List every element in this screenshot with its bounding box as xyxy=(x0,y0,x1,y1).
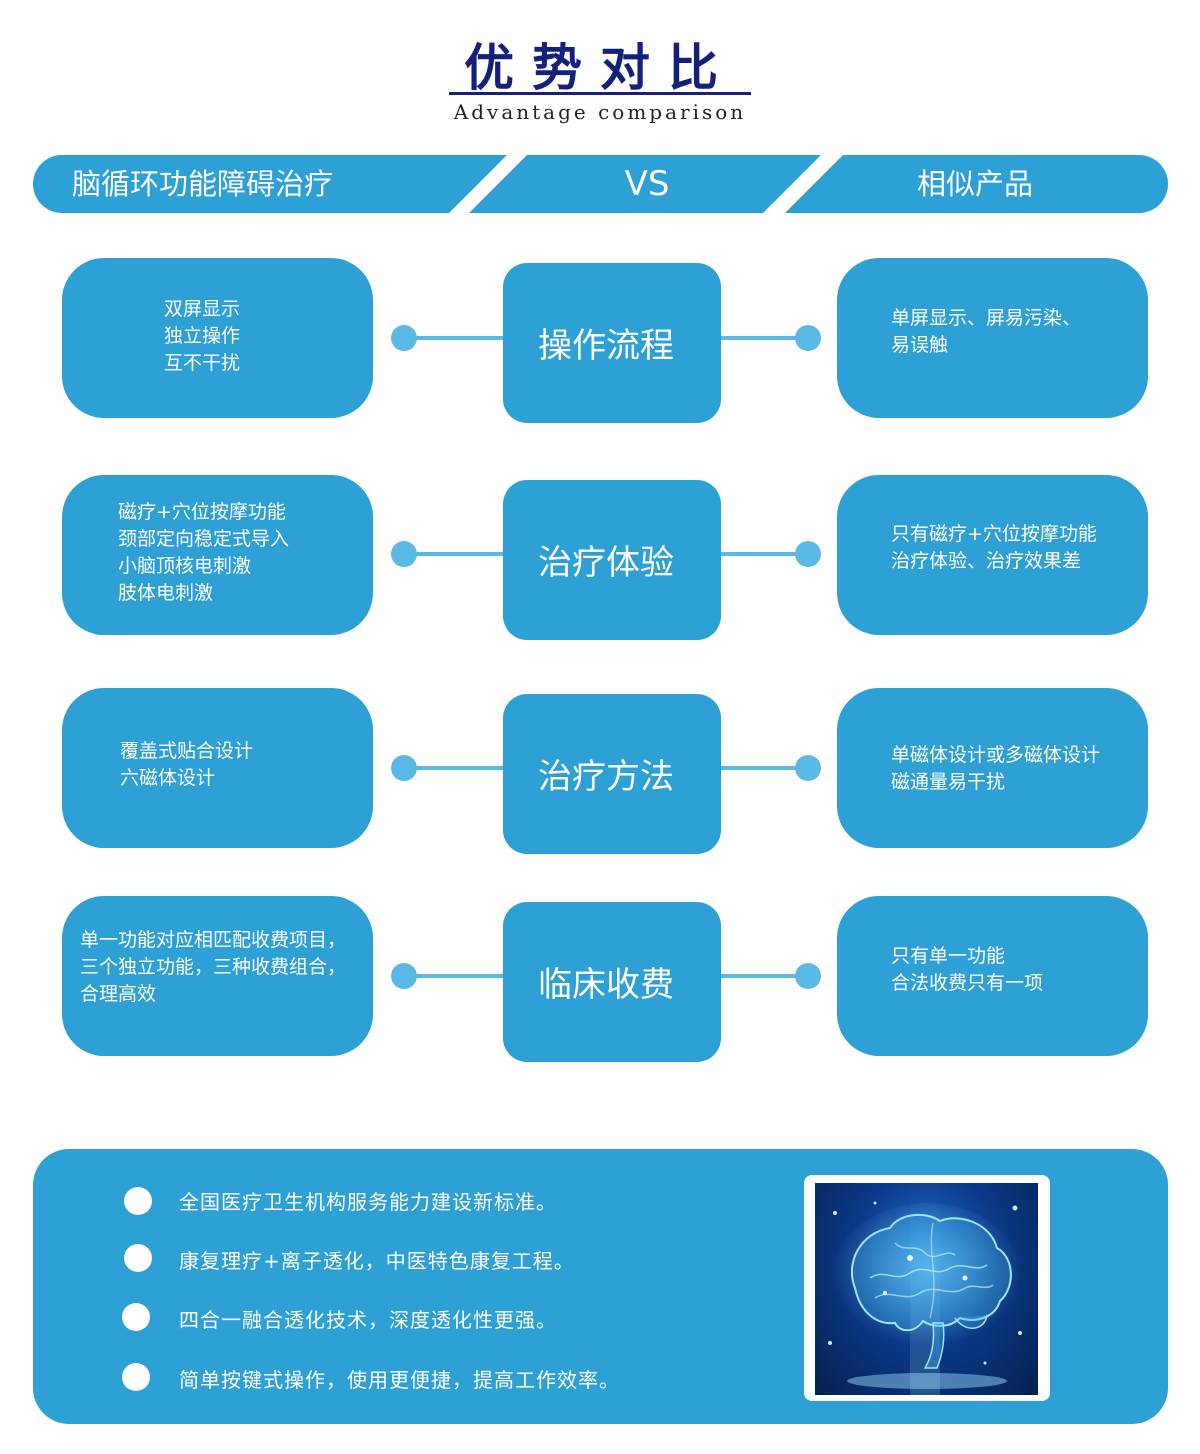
row-2-category: 治疗体验 xyxy=(538,543,674,583)
row-4-left-box xyxy=(62,896,373,1056)
row-3-right-text: 单磁体设计或多磁体设计 磁通量易干扰 xyxy=(891,744,1101,793)
row-2-right-dot xyxy=(795,541,821,567)
row-3-right-dot xyxy=(795,755,821,781)
feature-2-bullet xyxy=(124,1244,152,1272)
feature-3-bullet xyxy=(122,1303,150,1331)
row-1-right-connector xyxy=(721,336,807,340)
feature-4-text: 简单按键式操作，使用更便捷，提高工作效率。 xyxy=(179,1368,620,1392)
row-2-left-text: 磁疗+穴位按摩功能 颈部定向稳定式导入 小脑顶核电刺激 肢体电刺激 xyxy=(118,501,290,604)
page-title: 优势对比 xyxy=(464,39,736,97)
row-3-category-box xyxy=(503,694,721,854)
row-4-left-connector xyxy=(404,974,504,978)
row-4-category-box xyxy=(503,902,721,1062)
row-4-left-text: 单一功能对应相匹配收费项目， 三个独立功能，三种收费组合， 合理高效 xyxy=(80,929,347,1005)
row-4-right-dot xyxy=(795,963,821,989)
row-4-right-connector xyxy=(721,974,807,978)
feature-2-text: 康复理疗+离子透化，中医特色康复工程。 xyxy=(179,1249,575,1273)
row-1-left-text: 双屏显示 独立操作 互不干扰 xyxy=(164,298,241,374)
row-2-category-box xyxy=(503,480,721,640)
row-3-left-box xyxy=(62,688,373,848)
column-header-vs: VS xyxy=(624,164,670,204)
row-3-left-connector xyxy=(404,766,504,770)
page-subtitle: Advantage comparison xyxy=(453,100,747,124)
row-4-left-dot xyxy=(391,963,417,989)
row-3-category: 治疗方法 xyxy=(538,757,674,797)
brain-illustration-icon xyxy=(815,1183,1038,1395)
row-1-left-connector xyxy=(404,336,504,340)
column-header-right-bg xyxy=(785,155,1168,213)
row-1-right-box xyxy=(837,258,1148,418)
row-2-left-box xyxy=(62,475,373,635)
feature-1-bullet xyxy=(124,1187,152,1215)
feature-1-text: 全国医疗卫生机构服务能力建设新标准。 xyxy=(179,1190,557,1214)
row-4-right-box xyxy=(837,896,1148,1056)
row-3-left-text: 覆盖式贴合设计 六磁体设计 xyxy=(120,740,254,789)
row-1-category: 操作流程 xyxy=(538,326,674,366)
row-1-left-dot xyxy=(391,325,417,351)
row-2-right-box xyxy=(837,475,1148,635)
column-header-right: 相似产品 xyxy=(917,167,1034,201)
row-2-right-text: 只有磁疗+穴位按摩功能 治疗体验、治疗效果差 xyxy=(891,523,1097,572)
row-2-left-dot xyxy=(391,541,417,567)
column-header-left: 脑循环功能障碍治疗 xyxy=(72,167,334,201)
row-3-left-dot xyxy=(391,755,417,781)
row-1-category-box xyxy=(503,263,721,423)
row-4-category: 临床收费 xyxy=(538,965,674,1005)
title-underline xyxy=(449,92,751,95)
feature-3-text: 四合一融合透化技术，深度透化性更强。 xyxy=(179,1308,557,1332)
row-1-right-text: 单屏显示、屏易污染、 易误触 xyxy=(891,307,1082,356)
row-2-left-connector xyxy=(404,552,504,556)
feature-4-bullet xyxy=(122,1363,150,1391)
column-header-middle-bg xyxy=(469,155,821,213)
column-header-left-bg xyxy=(33,155,507,213)
row-1-left-box xyxy=(62,258,373,418)
row-1-right-dot xyxy=(795,325,821,351)
row-4-right-text: 只有单一功能 合法收费只有一项 xyxy=(891,945,1044,994)
row-2-right-connector xyxy=(721,552,807,556)
row-3-right-box xyxy=(837,688,1148,848)
row-3-right-connector xyxy=(721,766,807,770)
